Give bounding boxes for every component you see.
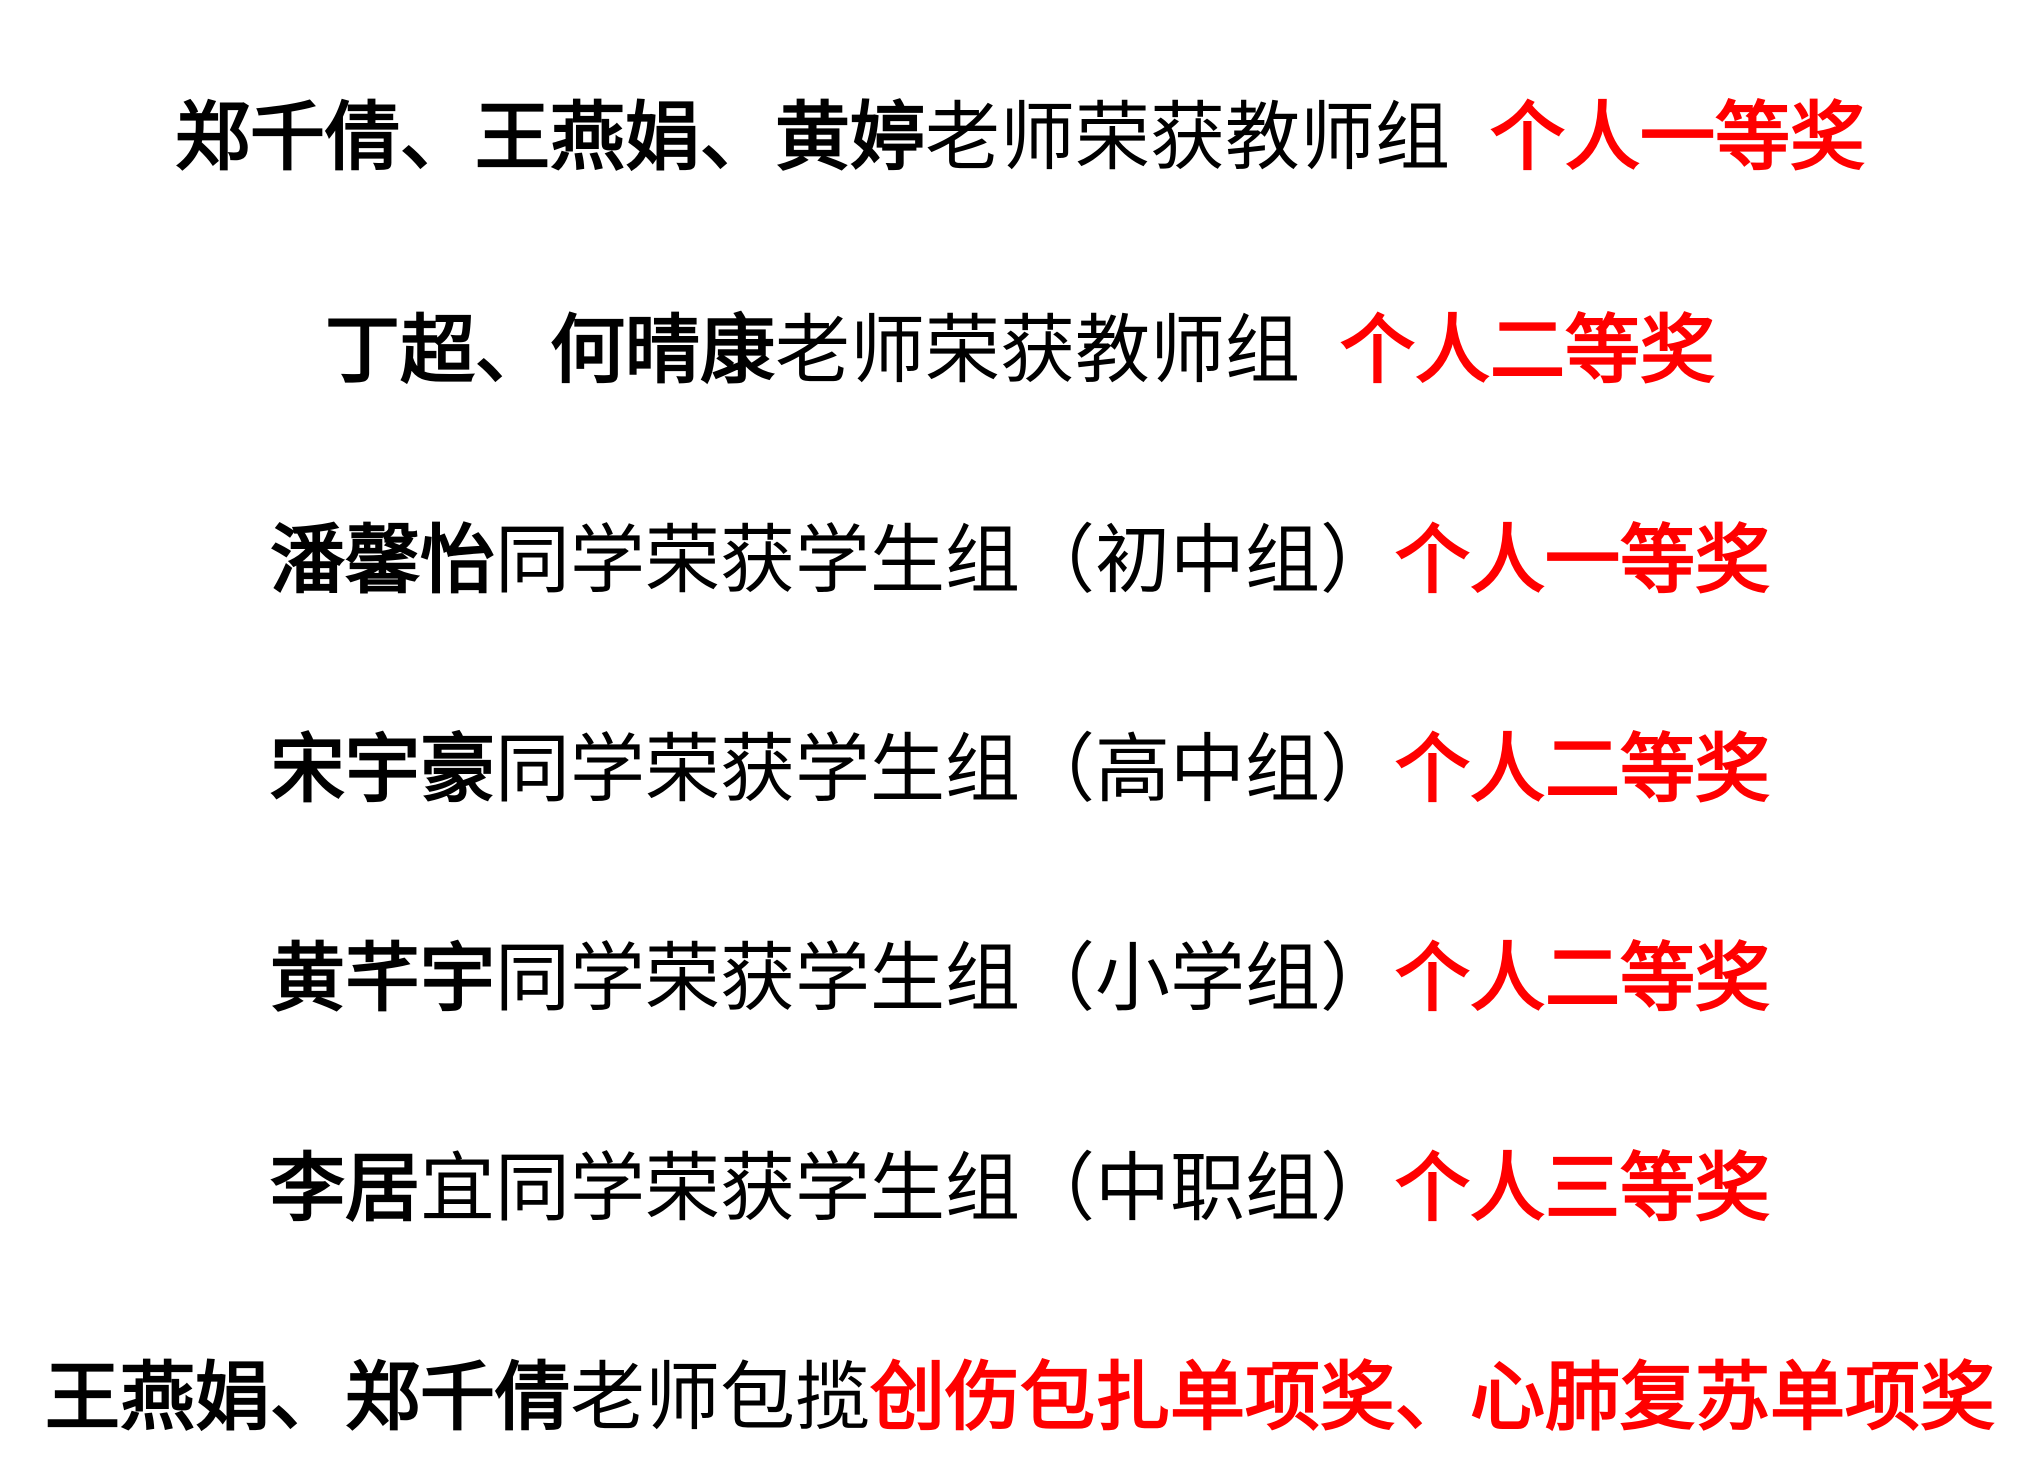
award-description: 同学荣获学生组（初中组） xyxy=(494,516,1395,604)
winner-names: 黄芊宇 xyxy=(269,934,495,1022)
award-description: 老师荣获教师组 xyxy=(774,306,1300,394)
award-line-5: 黄芊宇同学荣获学生组（小学组）个人二等奖 xyxy=(0,933,2040,1023)
award-title: 创伤包扎单项奖、心肺复苏单项奖 xyxy=(870,1353,1996,1441)
award-description: 同学荣获学生组（小学组） xyxy=(494,934,1395,1022)
award-title: 个人三等奖 xyxy=(1395,1144,1771,1232)
award-line-6: 李居宜同学荣获学生组（中职组）个人三等奖 xyxy=(0,1143,2040,1233)
award-description: 老师包揽 xyxy=(569,1353,870,1441)
winner-names: 李居 xyxy=(269,1144,420,1232)
award-title: 个人二等奖 xyxy=(1395,725,1771,813)
award-title: 个人二等奖 xyxy=(1340,306,1716,394)
award-line-3: 潘馨怡同学荣获学生组（初中组）个人一等奖 xyxy=(0,515,2040,605)
award-title: 个人二等奖 xyxy=(1395,934,1771,1022)
award-description: 同学荣获学生组（高中组） xyxy=(494,725,1395,813)
award-line-1: 郑千倩、王燕娟、黄婷老师荣获教师组个人一等奖 xyxy=(0,92,2040,182)
award-line-2: 丁超、何晴康老师荣获教师组个人二等奖 xyxy=(0,305,2040,395)
award-line-7: 王燕娟、郑千倩老师包揽创伤包扎单项奖、心肺复苏单项奖 xyxy=(0,1352,2040,1442)
winner-names: 潘馨怡 xyxy=(269,516,495,604)
winner-names: 王燕娟、郑千倩 xyxy=(44,1353,570,1441)
winner-names: 宋宇豪 xyxy=(269,725,495,813)
award-line-4: 宋宇豪同学荣获学生组（高中组）个人二等奖 xyxy=(0,724,2040,814)
winner-names: 丁超、何晴康 xyxy=(324,306,775,394)
award-description: 宜同学荣获学生组（中职组） xyxy=(419,1144,1395,1232)
award-description: 老师荣获教师组 xyxy=(924,93,1450,181)
award-title: 个人一等奖 xyxy=(1490,93,1866,181)
award-title: 个人一等奖 xyxy=(1395,516,1771,604)
winner-names: 郑千倩、王燕娟、黄婷 xyxy=(174,93,925,181)
